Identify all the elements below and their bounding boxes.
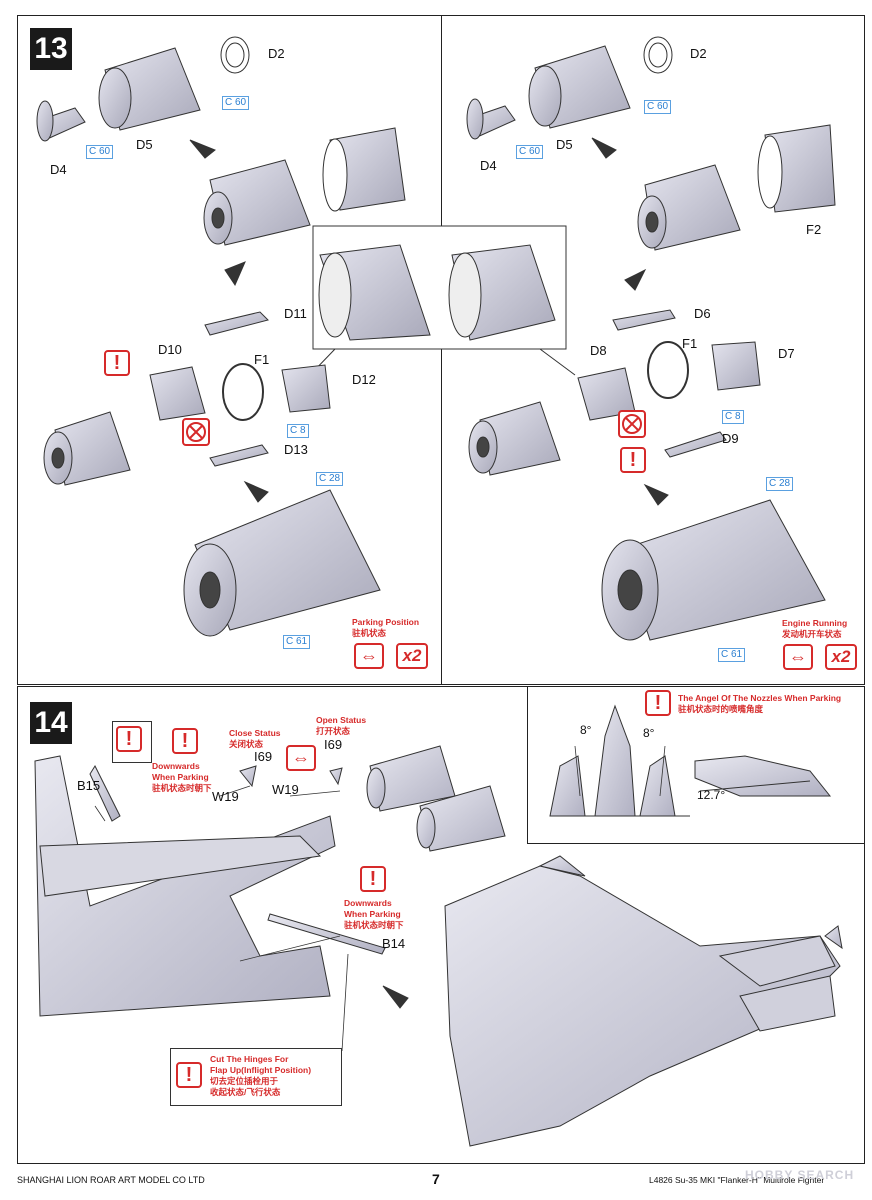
- warning-icon: !: [116, 726, 142, 752]
- part-label-d2: D2: [690, 46, 707, 61]
- note-line: 驻机状态时的喷嘴角度: [678, 704, 764, 714]
- footer-company: SHANGHAI LION ROAR ART MODEL CO LTD: [17, 1175, 205, 1185]
- part-label-d4: D4: [50, 162, 67, 177]
- nozzle-angle-inset: [527, 686, 865, 844]
- part-label-f1: F1: [682, 336, 698, 351]
- close-status-note: Close Status 关闭状态: [229, 728, 281, 750]
- note-line: 驻机状态: [352, 628, 387, 638]
- note-line: The Angel Of The Nozzles When Parking: [678, 693, 842, 703]
- part-label-d7: D7: [778, 346, 795, 361]
- step14-number: 14: [30, 702, 72, 744]
- note-line: When Parking: [152, 772, 209, 782]
- part-label-i69: I69: [324, 737, 343, 752]
- symmetric-arrows-icon: ⇔: [286, 745, 316, 771]
- note-line: 收起状态/飞行状态: [210, 1087, 281, 1097]
- note-line: 切去定位插栓用于: [210, 1076, 279, 1086]
- angle-label-side: 12.7°: [697, 788, 726, 802]
- angle-label-left: 8°: [580, 723, 592, 737]
- part-label-b15: B15: [77, 778, 101, 793]
- warning-icon: !: [104, 350, 130, 376]
- warning-icon: !: [360, 866, 386, 892]
- note-line: Downwards: [344, 898, 392, 908]
- step13-number: 13: [30, 28, 72, 70]
- part-label-d5: D5: [556, 137, 573, 152]
- downwards-parking-note: Downwards When Parking 驻机状态时朝下: [344, 898, 404, 931]
- part-label-d6: D6: [694, 306, 711, 321]
- warning-icon: !: [645, 690, 671, 716]
- color-ref-c60: C 60: [86, 145, 114, 159]
- step13-divider: [441, 15, 442, 685]
- note-line: 驻机状态时朝下: [152, 783, 212, 793]
- step13-parts-drawing: [36, 36, 836, 641]
- part-label-w19: W19: [212, 789, 239, 804]
- b15-callout-box: [112, 721, 152, 763]
- part-label-f2: F2: [806, 222, 822, 237]
- note-line: When Parking: [344, 909, 401, 919]
- note-line: Engine Running: [782, 618, 848, 628]
- footer-product: L4826 Su-35 MKI "Flanker-H" Multirole Fi…: [649, 1175, 825, 1185]
- symmetric-arrows-icon: ⇔: [783, 644, 813, 670]
- part-label-d4: D4: [480, 158, 497, 173]
- color-ref-c8: C 8: [287, 424, 309, 438]
- engine-running-note: Engine Running 发动机开车状态: [782, 618, 847, 640]
- note-line: 驻机状态时朝下: [344, 920, 404, 930]
- warning-icon: !: [176, 1062, 202, 1088]
- part-label-d5: D5: [136, 137, 153, 152]
- angle-label-right: 8°: [643, 726, 655, 740]
- no-glue-icon: [182, 418, 210, 446]
- symmetric-arrows-icon: ⇔: [354, 643, 384, 669]
- part-label-f1: F1: [254, 352, 270, 367]
- step14-panel: [17, 686, 865, 1164]
- color-ref-c60: C 60: [644, 100, 672, 114]
- nozzle-angle-title: The Angel Of The Nozzles When Parking 驻机…: [678, 693, 841, 715]
- color-ref-c61: C 61: [718, 648, 746, 662]
- note-line: Downwards: [152, 761, 200, 771]
- color-ref-c28: C 28: [316, 472, 344, 486]
- open-status-note: Open Status 打开状态: [316, 715, 366, 737]
- watermark-logo: HOBBY SEARCH: [745, 1168, 855, 1182]
- repeat-badge: x2: [825, 644, 857, 670]
- note-line: 打开状态: [316, 726, 351, 736]
- repeat-badge: x2: [396, 643, 428, 669]
- color-ref-c60: C 60: [516, 145, 544, 159]
- warning-icon: !: [172, 728, 198, 754]
- part-label-d13: D13: [284, 442, 308, 457]
- part-label-w19: W19: [272, 782, 299, 797]
- note-line: Cut The Hinges For: [210, 1054, 289, 1064]
- color-ref-c28: C 28: [766, 477, 794, 491]
- step14-aircraft-drawing: [34, 704, 843, 1147]
- footer-page-number: 7: [432, 1171, 440, 1187]
- downwards-parking-note: Downwards When Parking 驻机状态时朝下: [152, 761, 212, 794]
- note-line: Close Status: [229, 728, 281, 738]
- part-label-d2: D2: [268, 46, 285, 61]
- part-label-b14: B14: [382, 936, 406, 951]
- note-line: Open Status: [316, 715, 367, 725]
- note-line: Flap Up(Inflight Position): [210, 1065, 312, 1075]
- warning-icon: !: [620, 447, 646, 473]
- part-label-i69: I69: [254, 749, 273, 764]
- part-label-d9: D9: [722, 431, 739, 446]
- note-line: 发动机开车状态: [782, 629, 842, 639]
- color-ref-c60: C 60: [222, 96, 250, 110]
- note-line: 关闭状态: [229, 739, 264, 749]
- part-label-d8: D8: [590, 343, 607, 358]
- color-ref-c8: C 8: [722, 410, 744, 424]
- part-label-d11: D11: [284, 306, 307, 321]
- parking-position-note: Parking Position 驻机状态: [352, 617, 419, 639]
- cut-hinges-note: Cut The Hinges For Flap Up(Inflight Posi…: [210, 1054, 311, 1098]
- part-label-d12: D12: [352, 372, 376, 387]
- no-glue-icon: [618, 410, 646, 438]
- color-ref-c61: C 61: [283, 635, 311, 649]
- part-label-d10: D10: [158, 342, 182, 357]
- note-line: Parking Position: [352, 617, 420, 627]
